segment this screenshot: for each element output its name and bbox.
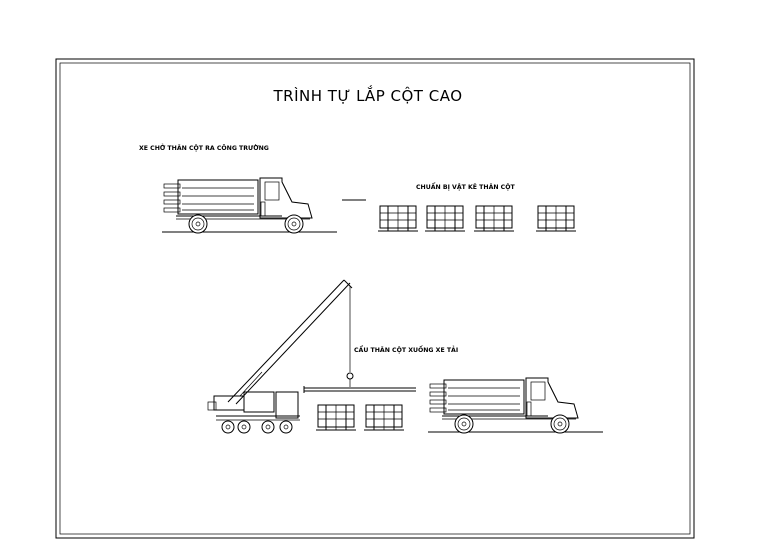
support-block-5 — [315, 404, 357, 431]
step3-label: CẨU THÂN CỘT XUỐNG XE TẢI — [354, 344, 458, 354]
support-block-1 — [377, 205, 419, 232]
step1-label: XE CHỞ THÂN CỘT RA CÔNG TRƯỜNG — [139, 142, 269, 152]
support-block-6 — [363, 404, 405, 431]
support-block-4 — [535, 205, 577, 232]
support-block-2 — [424, 205, 466, 232]
mobile-crane — [207, 279, 416, 434]
inner-border — [59, 62, 691, 535]
dump-truck-top — [161, 177, 338, 234]
dump-truck-bottom — [427, 377, 604, 434]
outer-border — [55, 58, 695, 539]
drawing-title: TRÌNH TỰ LẮP CỘT CAO — [273, 84, 463, 105]
step2-label: CHUẨN BỊ VẬT KÊ THÂN CỘT — [416, 181, 515, 191]
support-block-3 — [473, 205, 515, 232]
